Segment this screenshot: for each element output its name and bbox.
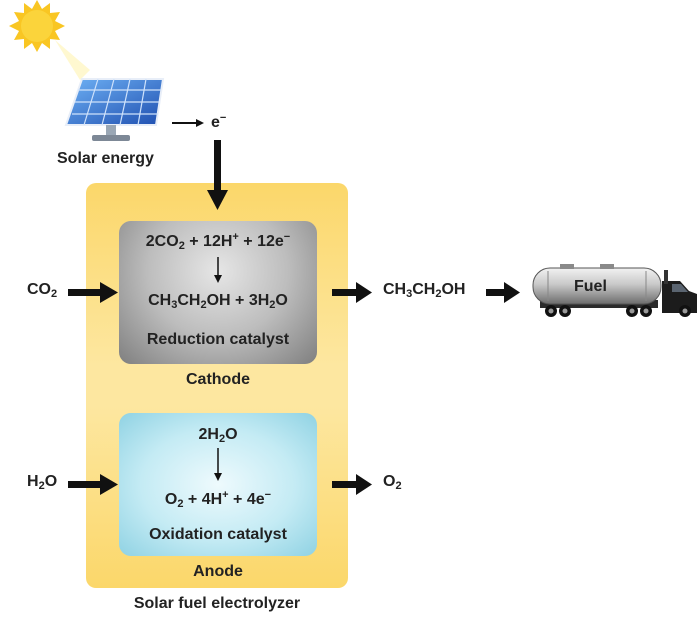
cathode-label: Cathode [186,371,250,388]
h2o-input-arrow [68,474,118,495]
sunlight-beam-icon [55,40,90,80]
anode-reactants: 2H2O [198,426,238,445]
anode-reaction-box: 2H2O O2 + 4H+ + 4e− Oxidation catalyst [119,413,317,556]
electron-label: e− [211,112,227,132]
solar-panel-icon [64,78,165,141]
o2-output-arrow [332,474,372,495]
electrolyzer-label: Solar fuel electrolyzer [133,595,301,612]
truck-fuel-label: Fuel [574,278,607,295]
ethanol-output-label: CH3CH2OH [383,281,466,300]
electron-flow-arrow [207,140,228,210]
o2-output-label: O2 [383,473,402,492]
ethanol-output-arrow [332,282,372,303]
solar-energy-label: Solar energy [57,150,154,167]
anode-products: O2 + 4H+ + 4e− [164,489,272,510]
h2o-input-label: H2O [27,473,58,492]
cathode-reactants: 2CO2 + 12H+ + 12e− [145,231,291,252]
anode-label: Anode [193,563,243,580]
co2-input-arrow [68,282,118,303]
sun-icon [9,0,65,52]
cathode-products: CH3CH2OH + 3H2O [148,292,288,311]
oxidation-catalyst-label: Oxidation catalyst [149,526,287,543]
co2-input-label: CO2 [27,281,58,300]
reduction-catalyst-label: Reduction catalyst [146,331,290,348]
tanker-truck-icon [532,264,697,317]
cathode-reaction-box: 2CO2 + 12H+ + 12e− CH3CH2OH + 3H2O Reduc… [119,221,317,364]
fuel-to-truck-arrow [486,282,520,303]
